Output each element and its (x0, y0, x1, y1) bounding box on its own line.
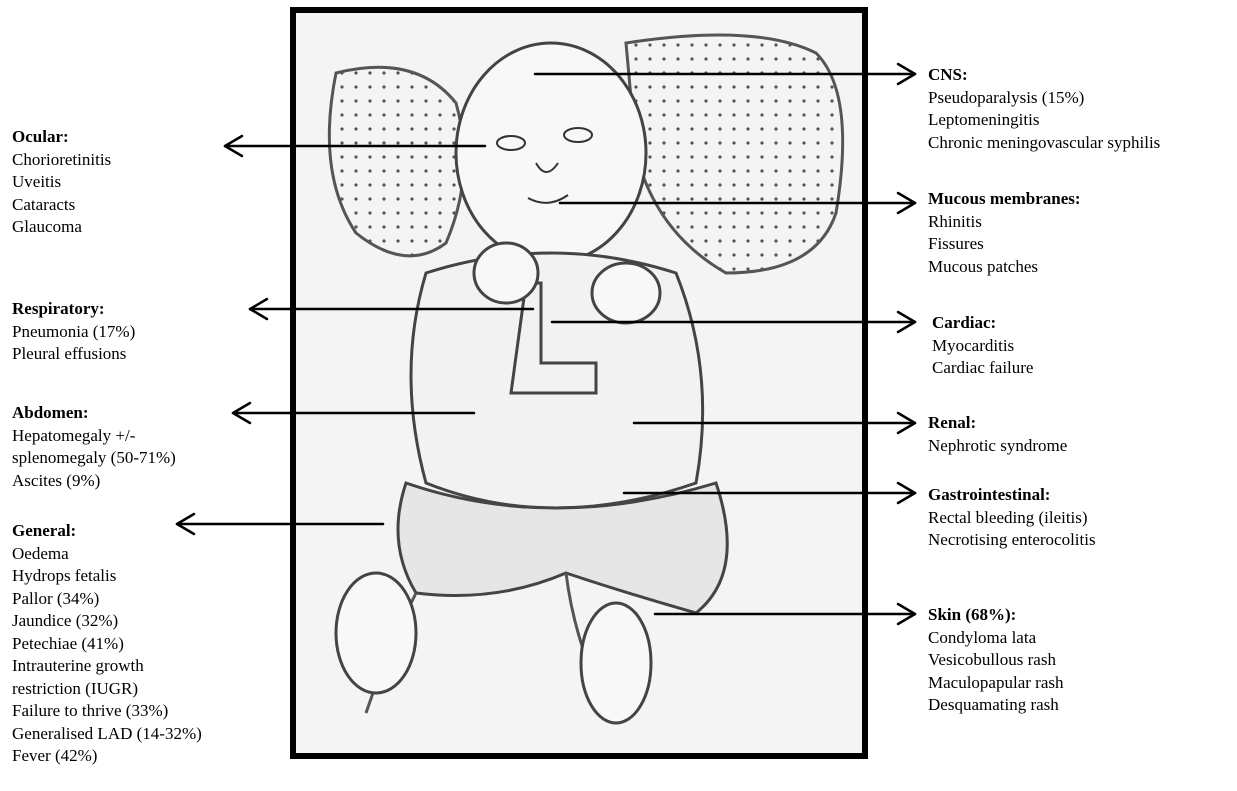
general-item: Failure to thrive (33%) (12, 700, 202, 723)
ocular-group: Ocular: Chorioretinitis Uveitis Cataract… (12, 126, 111, 239)
renal-item: Nephrotic syndrome (928, 435, 1067, 458)
ocular-item: Chorioretinitis (12, 149, 111, 172)
skin-heading: Skin (68%): (928, 604, 1063, 627)
general-item: Oedema (12, 543, 202, 566)
ocular-item: Cataracts (12, 194, 111, 217)
ocular-item: Glaucoma (12, 216, 111, 239)
arrow-renal (634, 413, 915, 433)
arrow-skin (655, 604, 915, 624)
skin-item: Vesicobullous rash (928, 649, 1063, 672)
arrow-cns (535, 64, 915, 84)
cardiac-item: Myocarditis (932, 335, 1033, 358)
general-group: General: Oedema Hydrops fetalis Pallor (… (12, 520, 202, 768)
respiratory-group: Respiratory: Pneumonia (17%) Pleural eff… (12, 298, 135, 366)
general-item: Intrauterine growth (12, 655, 202, 678)
abdomen-item: Ascites (9%) (12, 470, 176, 493)
mucous-item: Mucous patches (928, 256, 1081, 279)
cardiac-heading: Cardiac: (932, 312, 1033, 335)
cardiac-group: Cardiac: Myocarditis Cardiac failure (932, 312, 1033, 380)
mucous-item: Fissures (928, 233, 1081, 256)
general-item: Generalised LAD (14-32%) (12, 723, 202, 746)
abdomen-heading: Abdomen: (12, 402, 176, 425)
skin-item: Condyloma lata (928, 627, 1063, 650)
skin-group: Skin (68%): Condyloma lata Vesicobullous… (928, 604, 1063, 717)
general-heading: General: (12, 520, 202, 543)
gastro-item: Rectal bleeding (ileitis) (928, 507, 1096, 530)
abdomen-group: Abdomen: Hepatomegaly +/- splenomegaly (… (12, 402, 176, 492)
mucous-group: Mucous membranes: Rhinitis Fissures Muco… (928, 188, 1081, 278)
gastro-heading: Gastrointestinal: (928, 484, 1096, 507)
ocular-item: Uveitis (12, 171, 111, 194)
mucous-item: Rhinitis (928, 211, 1081, 234)
general-item: Petechiae (41%) (12, 633, 202, 656)
arrow-gastro (624, 483, 915, 503)
skin-item: Maculopapular rash (928, 672, 1063, 695)
general-item: restriction (IUGR) (12, 678, 202, 701)
gastro-group: Gastrointestinal: Rectal bleeding (ileit… (928, 484, 1096, 552)
ocular-heading: Ocular: (12, 126, 111, 149)
cns-item: Leptomeningitis (928, 109, 1160, 132)
general-item: Hydrops fetalis (12, 565, 202, 588)
cns-item: Chronic meningovascular syphilis (928, 132, 1160, 155)
gastro-item: Necrotising enterocolitis (928, 529, 1096, 552)
cns-heading: CNS: (928, 64, 1160, 87)
general-item: Jaundice (32%) (12, 610, 202, 633)
renal-group: Renal: Nephrotic syndrome (928, 412, 1067, 457)
cardiac-item: Cardiac failure (932, 357, 1033, 380)
respiratory-heading: Respiratory: (12, 298, 135, 321)
arrow-respiratory (250, 299, 533, 319)
general-item: Fever (42%) (12, 745, 202, 768)
cns-group: CNS: Pseudoparalysis (15%) Leptomeningit… (928, 64, 1160, 154)
arrow-general (177, 514, 383, 534)
mucous-heading: Mucous membranes: (928, 188, 1081, 211)
arrow-ocular (225, 136, 485, 156)
skin-item: Desquamating rash (928, 694, 1063, 717)
general-item: Pallor (34%) (12, 588, 202, 611)
respiratory-item: Pleural effusions (12, 343, 135, 366)
cns-item: Pseudoparalysis (15%) (928, 87, 1160, 110)
arrow-abdomen (233, 403, 474, 423)
arrow-mucous (560, 193, 915, 213)
abdomen-item: splenomegaly (50-71%) (12, 447, 176, 470)
abdomen-item: Hepatomegaly +/- (12, 425, 176, 448)
respiratory-item: Pneumonia (17%) (12, 321, 135, 344)
renal-heading: Renal: (928, 412, 1067, 435)
arrow-cardiac (552, 312, 915, 332)
